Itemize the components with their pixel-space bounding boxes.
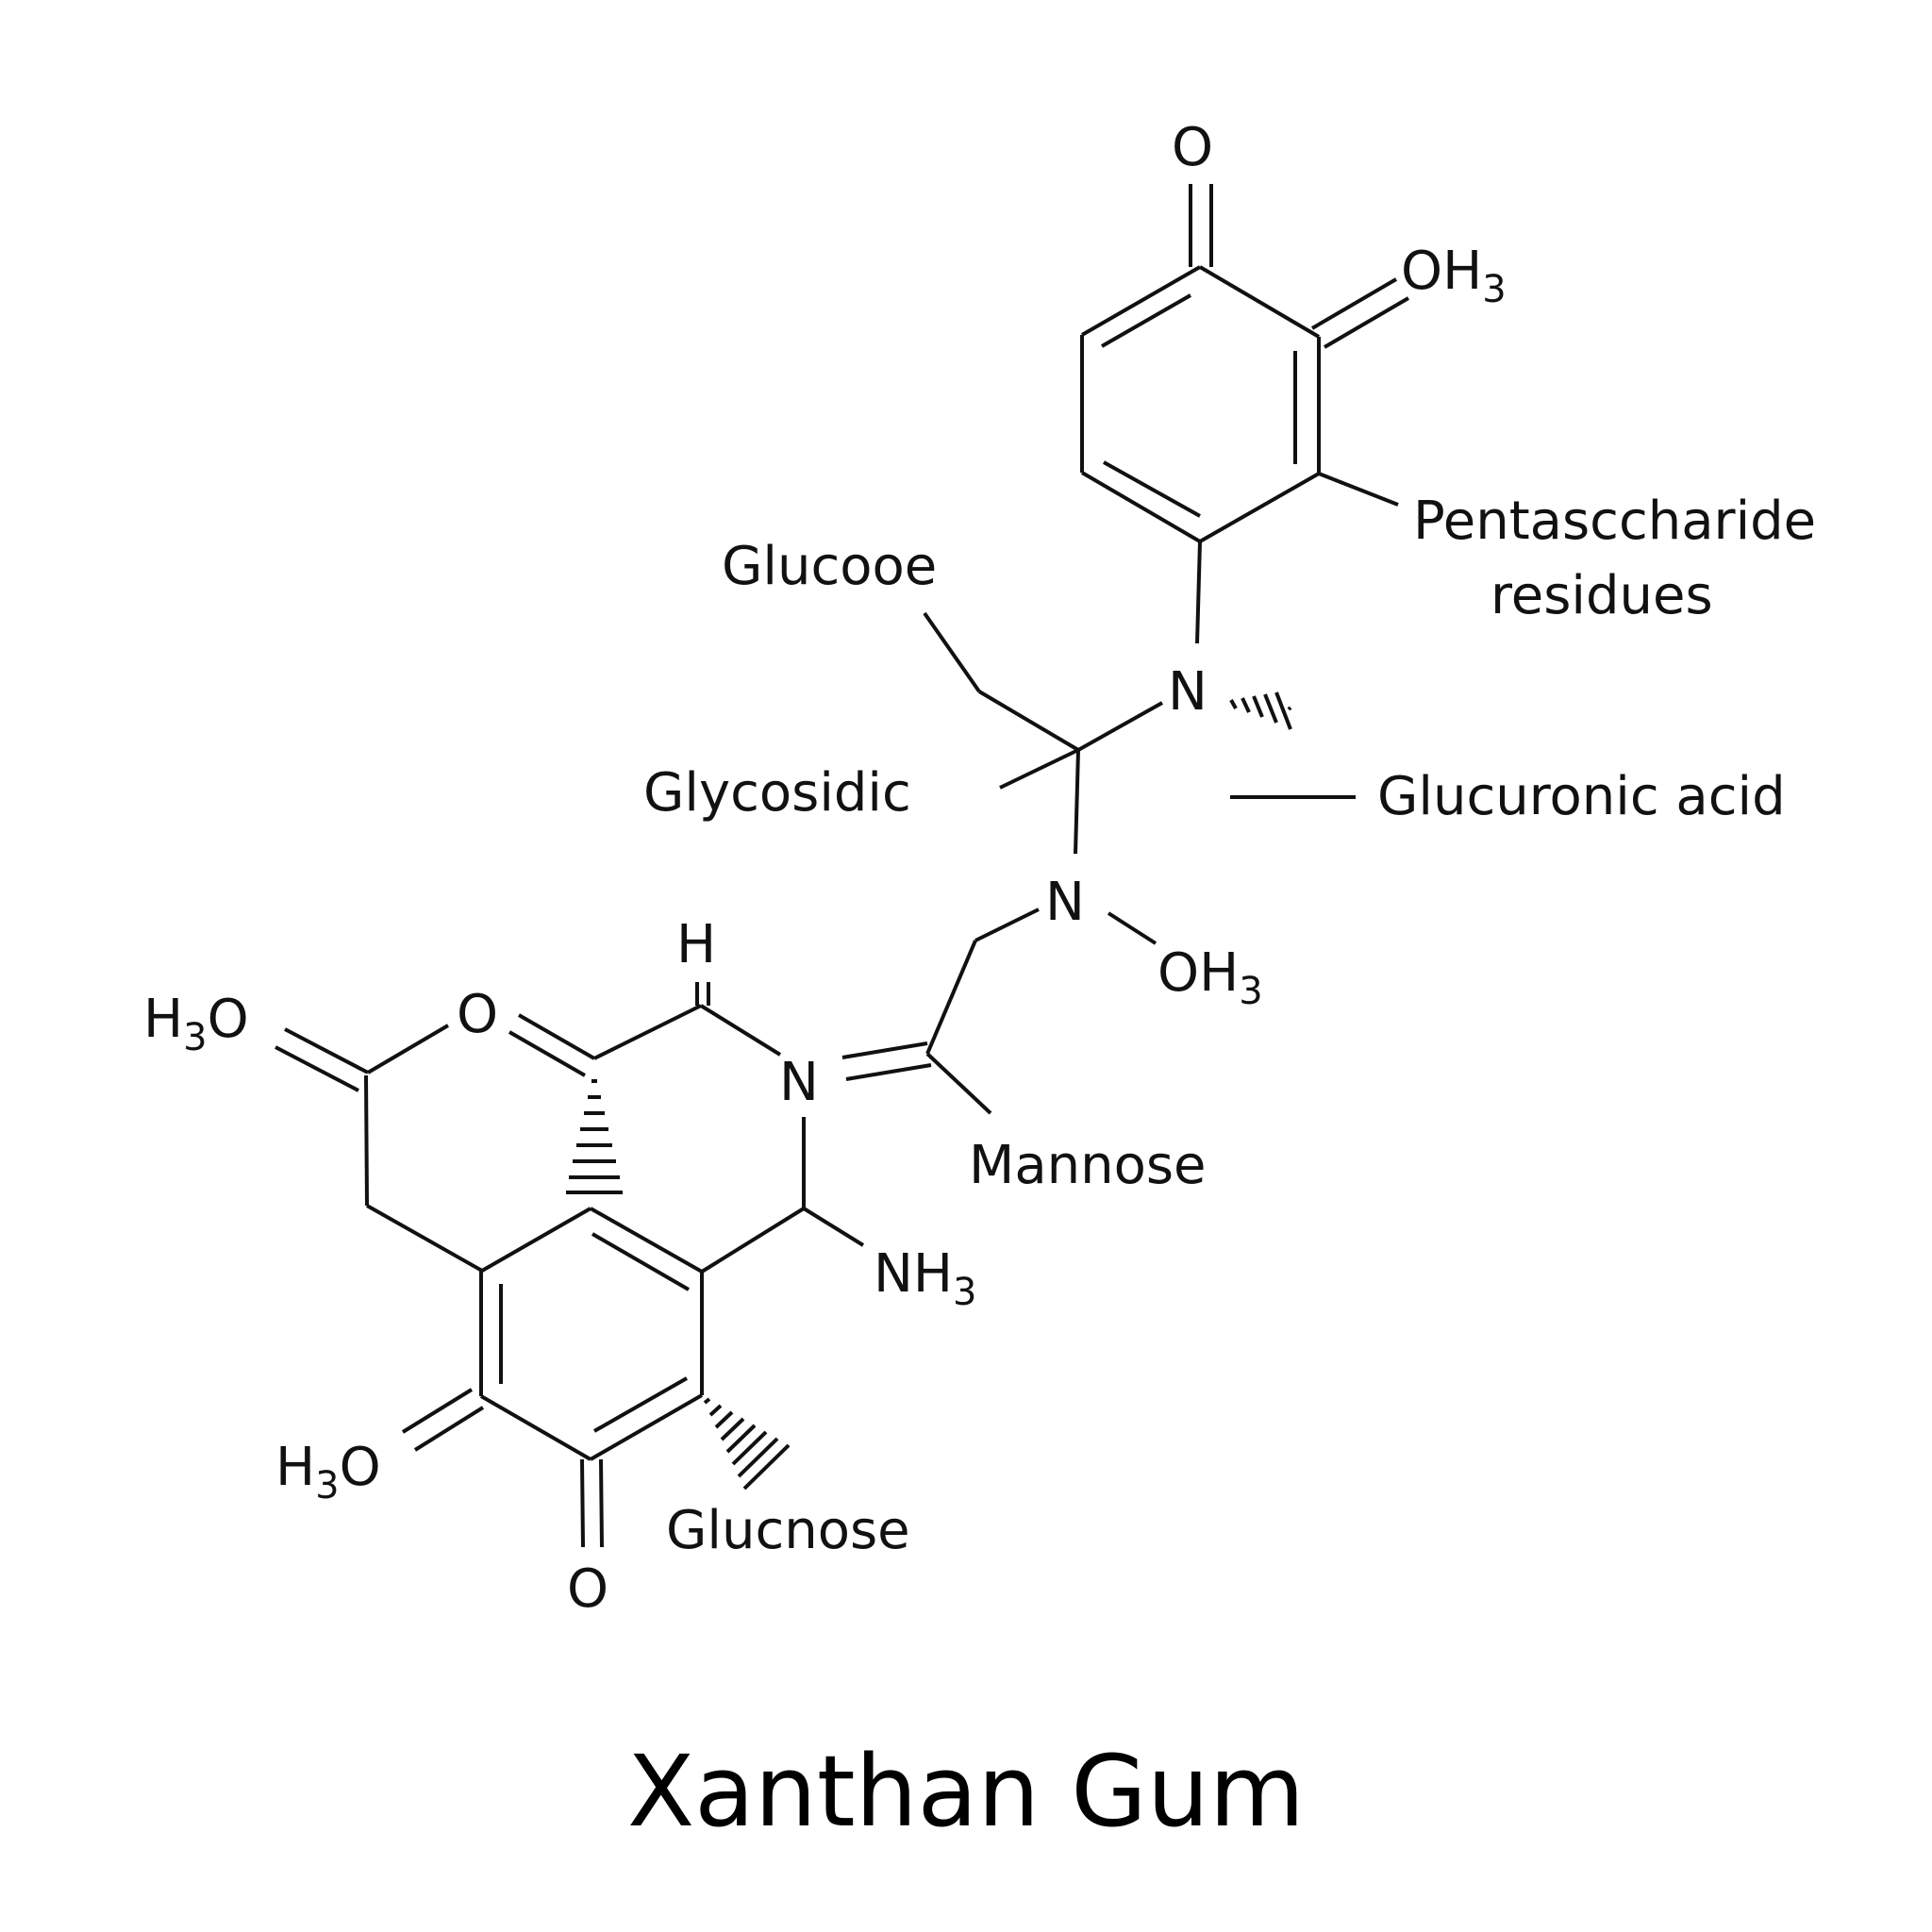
bond	[593, 1376, 688, 1433]
bond	[591, 1232, 691, 1291]
bond	[1318, 472, 1399, 507]
atom-h3o-left: H3O	[143, 989, 249, 1059]
bond	[1077, 701, 1163, 752]
atom-o-bottom: O	[567, 1558, 608, 1620]
bond	[413, 1406, 485, 1452]
bond	[1198, 265, 1321, 339]
bond	[593, 1004, 702, 1060]
bond	[1101, 293, 1191, 348]
atom-nh3: NH3	[874, 1243, 976, 1314]
atom-labels: O OH3 N N OH3 H N O H3O NH3 H3O	[143, 117, 1507, 1620]
bond	[508, 1030, 586, 1077]
label-pentasaccharide-line2: residues	[1491, 565, 1713, 626]
bond	[700, 1207, 806, 1274]
hashed-wedge-bond	[566, 1079, 623, 1194]
upper-ring	[1080, 184, 1410, 644]
atom-n-upper: N	[1168, 661, 1208, 723]
bond	[974, 908, 1040, 942]
bond	[580, 1458, 585, 1548]
bond	[599, 1458, 604, 1548]
hashed-wedge-bond	[703, 1397, 791, 1491]
atom-n-middle: N	[1045, 872, 1085, 933]
bond	[999, 748, 1079, 790]
bond	[1080, 471, 1202, 543]
diagram-title: Xanthan Gum	[627, 1734, 1305, 1849]
bond	[699, 1004, 782, 1057]
bond	[802, 1207, 865, 1247]
bond	[841, 1041, 928, 1059]
bond	[923, 611, 981, 693]
bond	[845, 1063, 932, 1081]
atom-oh3-middle: OH3	[1158, 942, 1263, 1013]
atom-o-top: O	[1172, 117, 1213, 178]
hashed-wedge-bond	[1229, 691, 1292, 730]
bond	[590, 1207, 703, 1274]
bond	[479, 1394, 592, 1461]
bond	[1074, 749, 1080, 855]
atom-h3o-bottom: H3O	[275, 1437, 381, 1507]
bond	[401, 1388, 474, 1434]
bond	[364, 1074, 369, 1207]
bond	[1107, 911, 1158, 945]
bond	[284, 1027, 369, 1074]
bond	[1323, 296, 1410, 349]
label-glycosidic: Glycosidic	[643, 762, 911, 824]
lower-ring-system	[275, 982, 865, 1548]
bond	[977, 690, 1080, 752]
bond	[925, 1052, 992, 1115]
bond	[275, 1045, 359, 1092]
bond	[925, 940, 977, 1055]
atom-h-top: H	[676, 914, 716, 975]
label-glucooe: Glucooe	[722, 536, 937, 597]
atom-n-ring: N	[779, 1052, 819, 1113]
bond	[1195, 541, 1202, 644]
atom-oh3-top: OH3	[1401, 241, 1507, 311]
central-branch	[841, 611, 1356, 1115]
bond	[590, 1393, 703, 1461]
bond	[481, 1207, 591, 1273]
label-glucnose: Glucnose	[666, 1500, 910, 1561]
label-pentasaccharide-line1: Pentasccharide	[1413, 491, 1816, 552]
bond	[1081, 265, 1201, 337]
label-glucuronic-acid: Glucuronic acid	[1377, 766, 1786, 827]
bond	[366, 1204, 483, 1273]
bond	[1103, 460, 1201, 518]
bond	[1310, 277, 1398, 330]
annotation-labels: Pentasccharide residues Glucooe Glycosid…	[643, 491, 1816, 1561]
bond	[366, 1024, 450, 1074]
bond	[518, 1013, 595, 1060]
label-mannose: Mannose	[969, 1135, 1207, 1196]
atom-o-ring: O	[457, 984, 498, 1045]
bond	[1199, 472, 1320, 543]
